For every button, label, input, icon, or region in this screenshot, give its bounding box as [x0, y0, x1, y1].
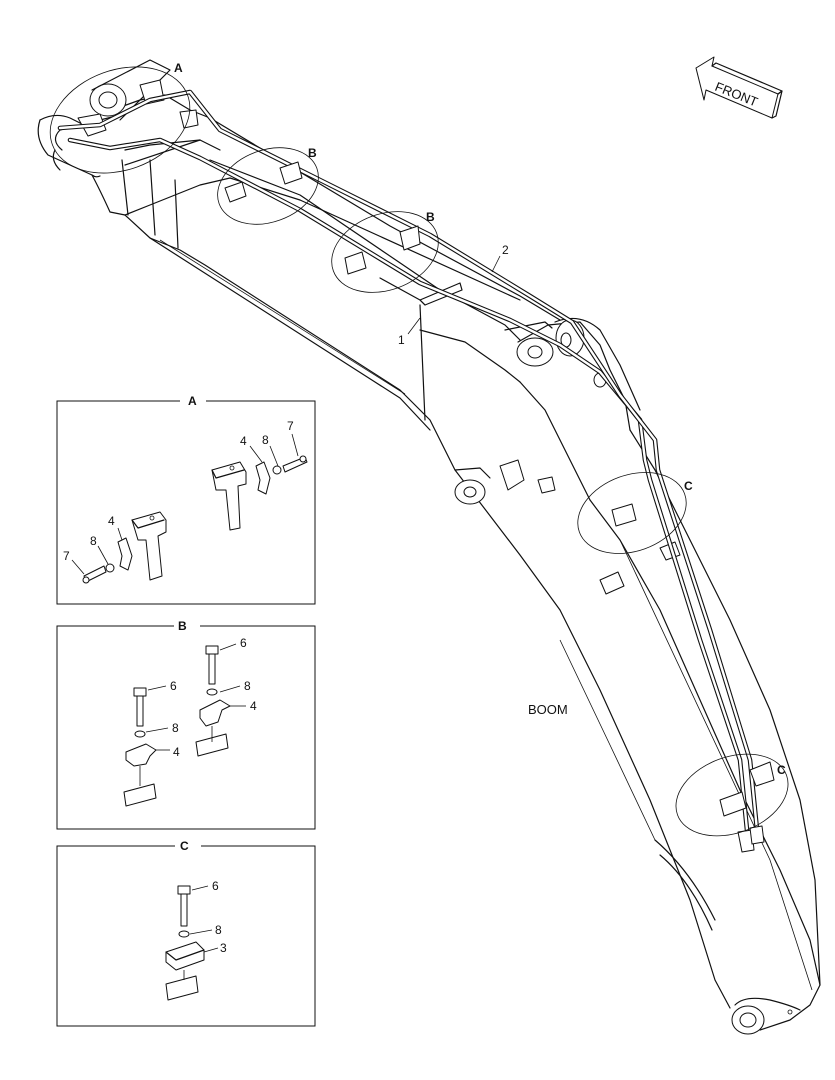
- detail-a-lower-washer-label: 8: [90, 534, 97, 548]
- detail-a-lower-bolt-label: 7: [63, 549, 70, 563]
- detail-a-title: A: [188, 394, 197, 408]
- callout-b-first: B: [308, 146, 317, 160]
- detail-c-box: C 6 8 3: [56, 839, 316, 1027]
- detail-c-clamp-label: 3: [220, 941, 227, 955]
- detail-b-title: B: [178, 619, 187, 633]
- main-callouts: A B B C C 2 1 BOOM: [174, 61, 786, 777]
- detail-a-upper-bracket-label: 4: [240, 434, 247, 448]
- detail-b-lower-clamp-label: 4: [173, 745, 180, 759]
- detail-b-lower-washer-label: 8: [172, 721, 179, 735]
- detail-b-lower-bolt-label: 6: [170, 679, 177, 693]
- callout-a: A: [174, 61, 183, 75]
- detail-b-upper-washer-label: 8: [244, 679, 251, 693]
- detail-b-upper-bolt-label: 6: [240, 636, 247, 650]
- detail-a-lower-bracket-label: 4: [108, 514, 115, 528]
- boom-label: BOOM: [528, 702, 568, 717]
- callout-c-second: C: [777, 763, 786, 777]
- detail-a-box: A 4 8 7 4 8 7: [56, 394, 316, 605]
- callout-b-second: B: [426, 210, 435, 224]
- detail-b-upper-clamp-label: 4: [250, 699, 257, 713]
- detail-c-washer-label: 8: [215, 923, 222, 937]
- pipe-1-label: 1: [398, 333, 405, 347]
- hydraulic-pipes: [57, 89, 775, 853]
- detail-a-upper-bolt-label: 7: [287, 419, 294, 433]
- detail-c-bolt-label: 6: [212, 879, 219, 893]
- detail-c-title: C: [180, 839, 189, 853]
- pipe-2-label: 2: [502, 243, 509, 257]
- detail-a-upper-washer-label: 8: [262, 433, 269, 447]
- front-arrow-icon: FRONT: [695, 56, 783, 119]
- callout-c-first: C: [684, 479, 693, 493]
- detail-b-box: B 6 8 4 6 8 4: [56, 619, 316, 830]
- detail-circles: [49, 66, 789, 837]
